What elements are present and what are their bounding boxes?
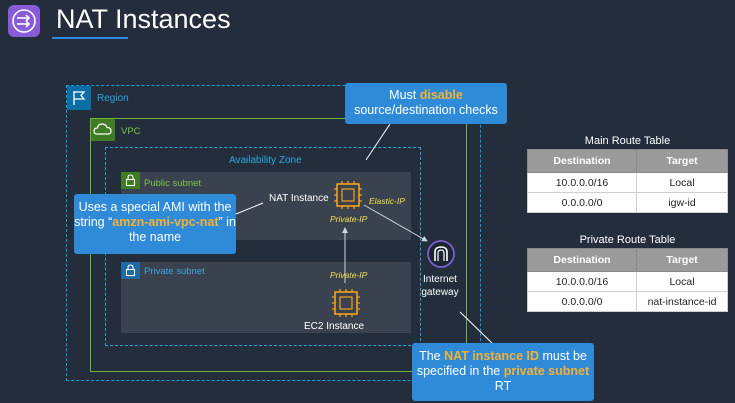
private-subnet-label: Private subnet [144,266,205,277]
callout-text: The [419,349,445,363]
table-row: 10.0.0.0/16 Local [527,172,728,193]
callout-pointer-sg [365,123,391,161]
table-row: 0.0.0.0/0 igw-id [527,192,728,213]
page-title: NAT Instances [56,4,231,34]
callout-highlight: NAT instance ID [444,349,539,363]
callout-highlight: disable [419,88,463,102]
callout-text: ” in the name [128,215,236,244]
ami-callout: Uses a special AMI with the string “amzn… [74,194,236,254]
source-dest-check-callout: Must disable source/destination checks [345,83,507,124]
table-cell: 0.0.0.0/0 [527,192,637,213]
nat-instance-label: NAT Instance [269,193,329,204]
table-cell: 10.0.0.0/16 [527,271,637,292]
callout-text: source/destination checks [354,103,498,117]
flag-icon [67,86,91,110]
column-header: Destination [527,248,637,272]
callout-text: Must [389,88,420,102]
main-route-table-title: Main Route Table [584,135,671,147]
column-header: Target [636,149,728,173]
internet-gateway-label: Internet gateway [414,273,466,299]
callout-text: must be specified in the [416,349,587,378]
ec2-private-ip-label: Private-IP [330,270,368,280]
callout-highlight: amzn-ami-vpc-nat [112,215,219,229]
title-underline [52,37,128,39]
lock-icon [121,262,140,279]
internet-gateway-icon [427,240,455,268]
arrow-nat-to-igw [363,204,428,242]
public-subnet-label: Public subnet [144,178,202,189]
callout-text: Uses a special AMI with the string “ [74,200,232,229]
private-route-table-title: Private Route Table [579,234,676,246]
table-header-row: Destination Target [527,248,728,272]
main-route-table: Destination Target 10.0.0.0/16 Local 0.0… [527,149,728,213]
lock-icon [121,172,140,189]
table-cell: 10.0.0.0/16 [527,172,637,193]
table-header-row: Destination Target [527,149,728,173]
private-route-table: Destination Target 10.0.0.0/16 Local 0.0… [527,248,728,312]
nat-private-ip-label: Private-IP [330,214,368,224]
region-boundary [66,85,481,381]
table-row: 0.0.0.0/0 nat-instance-id [527,291,728,312]
table-cell: nat-instance-id [636,291,728,312]
availability-zone-label: Availability Zone [229,155,302,166]
table-cell: Local [636,271,728,292]
callout-pointer-ami [235,202,264,215]
nat-gateway-icon [8,5,40,42]
region-label: Region [97,93,129,104]
column-header: Destination [527,149,637,173]
chip-icon [334,181,362,209]
table-cell: 0.0.0.0/0 [527,291,637,312]
table-row: 10.0.0.0/16 Local [527,271,728,292]
table-cell: Local [636,172,728,193]
igw-label-line1: Internet [423,274,457,285]
chip-icon [332,289,360,317]
route-table-callout: The NAT instance ID must be specified in… [412,343,594,401]
callout-highlight: private subnet [503,364,590,378]
elastic-ip-label: Elastic-IP [369,196,405,206]
callout-pointer-rt [459,311,493,344]
cloud-icon [91,119,115,141]
column-header: Target [636,248,728,272]
private-subnet [121,262,411,333]
ec2-instance-label: EC2 Instance [304,321,365,332]
callout-text: RT [494,379,512,393]
vpc-label: VPC [121,126,141,137]
table-cell: igw-id [636,192,728,213]
igw-label-line2: gateway [421,287,459,298]
